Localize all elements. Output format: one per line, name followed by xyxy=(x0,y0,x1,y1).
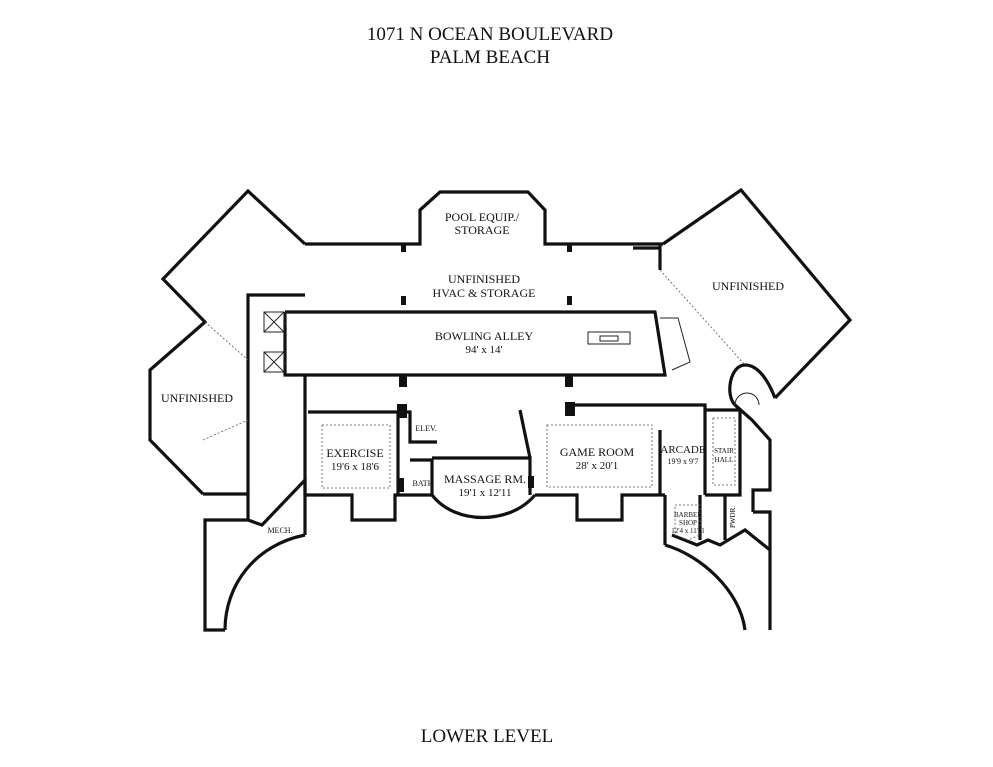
unfinished-right-label: UNFINISHED xyxy=(712,279,784,293)
exercise-dims: 19'6 x 18'6 xyxy=(331,461,379,473)
mech-label: MECH. xyxy=(267,526,292,535)
bowling-alley-dims: 94' x 14' xyxy=(466,344,503,356)
columns xyxy=(397,243,575,492)
stair-hall-label-2: HALL xyxy=(715,456,734,464)
arcade-label: ARCADE xyxy=(660,444,706,456)
stair-hall-outline xyxy=(712,417,736,486)
exterior-walls xyxy=(148,187,853,632)
exercise-outline xyxy=(321,424,391,489)
city-title: PALM BEACH xyxy=(430,47,550,68)
massage-room-label: MASSAGE RM. xyxy=(444,472,526,486)
massage-room-dims: 19'1 x 12'11 xyxy=(458,487,511,499)
barber-shop-dims: 12'4 x 11'11 xyxy=(671,527,705,535)
stair-hall-label: STAIR xyxy=(714,447,734,455)
hvac-label-2: HVAC & STORAGE xyxy=(433,286,536,300)
barber-outline xyxy=(674,504,701,541)
barber-shop-label-2: SHOP xyxy=(679,519,697,527)
pool-equip-label-2: STORAGE xyxy=(454,223,509,237)
bowling-alley xyxy=(263,310,691,377)
bowling-alley-label: BOWLING ALLEY xyxy=(435,329,534,343)
barber-shop-label: BARBER xyxy=(674,511,702,519)
level-title: LOWER LEVEL xyxy=(421,726,553,747)
game-room-outline xyxy=(546,424,653,488)
unfinished-left-label: UNFINISHED xyxy=(161,391,233,405)
game-room-dims: 28' x 20'1 xyxy=(576,460,618,472)
pool-equip-label: POOL EQUIP./ xyxy=(445,210,520,224)
game-room-label: GAME ROOM xyxy=(560,445,635,459)
hvac-label: UNFINISHED xyxy=(448,272,520,286)
address-title: 1071 N OCEAN BOULEVARD xyxy=(367,24,613,45)
exercise-label: EXERCISE xyxy=(326,446,383,460)
arcade-dims: 19'9 x 9'7 xyxy=(668,457,699,466)
elevator-label: ELEV. xyxy=(415,424,436,433)
spiral-stair xyxy=(734,392,760,406)
bath-label: BATH xyxy=(413,479,434,488)
powder-room-label: PWDR. xyxy=(729,506,737,528)
